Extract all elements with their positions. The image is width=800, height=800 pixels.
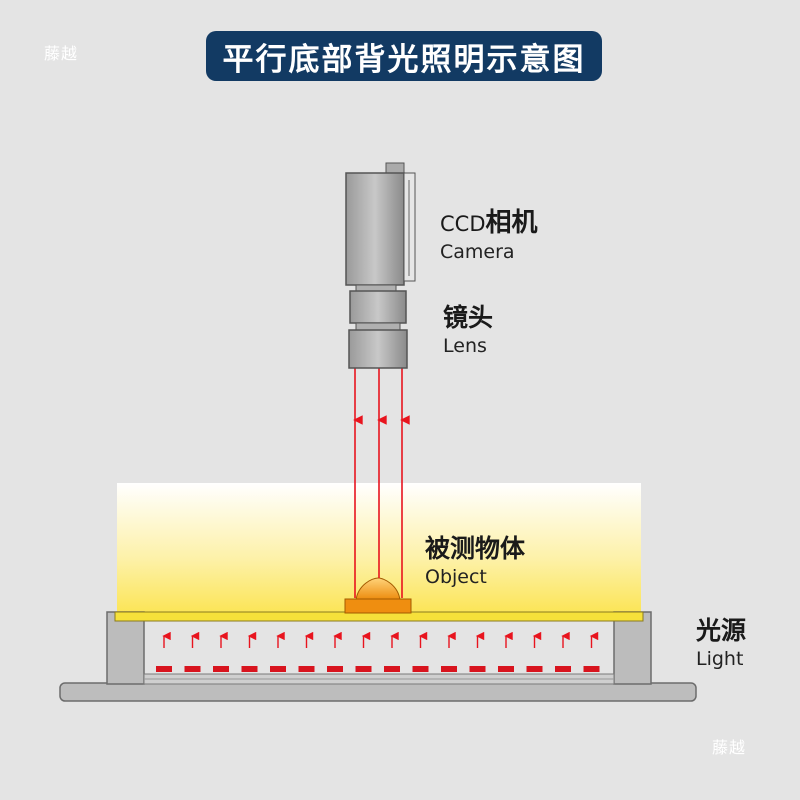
base-plate xyxy=(59,682,697,702)
led xyxy=(184,666,201,672)
object-label-zh: 被测物体 xyxy=(425,534,526,563)
housing-left-wall xyxy=(106,611,145,685)
light-label-en: Light xyxy=(696,648,744,670)
light-label: 光源 Light xyxy=(696,616,746,672)
camera-label-zh: 相机 xyxy=(485,208,538,238)
light-label-zh: 光源 xyxy=(696,616,747,645)
watermark-top-left: 藤越 xyxy=(44,44,79,63)
led xyxy=(327,666,343,672)
lens-label: 镜头 Lens xyxy=(443,303,493,359)
housing-right-wall xyxy=(613,611,652,685)
led xyxy=(555,666,571,672)
led xyxy=(583,666,600,672)
lens-label-en: Lens xyxy=(443,335,487,357)
led xyxy=(384,666,400,672)
lens-label-zh: 镜头 xyxy=(443,303,494,332)
camera-label: CCD相机 Camera xyxy=(440,208,538,265)
watermark-bottom-right: 藤越 xyxy=(712,738,747,757)
led xyxy=(469,666,486,672)
led-array xyxy=(156,631,600,672)
led xyxy=(298,666,315,672)
led xyxy=(498,666,514,672)
led xyxy=(412,666,429,672)
diagram-title: 平行底部背光照明示意图 xyxy=(206,31,602,81)
camera-label-prefix: CCD xyxy=(440,212,486,236)
parallel-rays xyxy=(353,368,410,598)
led xyxy=(441,666,457,672)
object-label-en: Object xyxy=(425,566,487,588)
led xyxy=(270,666,286,672)
camera-lens xyxy=(348,284,408,369)
led xyxy=(241,666,258,672)
ccd-camera xyxy=(345,162,416,286)
object-label: 被测物体 Object xyxy=(425,534,525,590)
led xyxy=(213,666,229,672)
led xyxy=(156,666,172,672)
led xyxy=(355,666,372,672)
object-shape xyxy=(344,577,412,614)
led xyxy=(526,666,543,672)
camera-label-en: Camera xyxy=(440,241,515,263)
